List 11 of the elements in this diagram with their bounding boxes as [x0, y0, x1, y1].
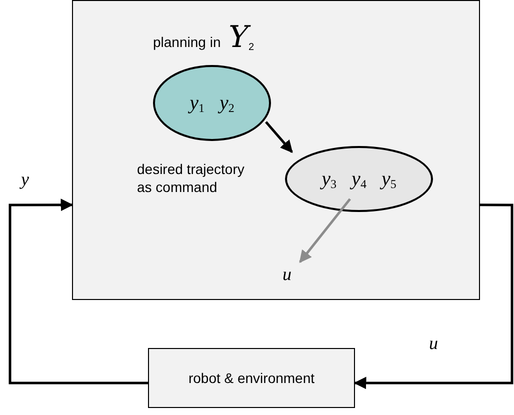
annotation-text: desired trajectory as command [137, 160, 246, 196]
state-variables: y$_{3}$ y$_{4}$ y$_{5}$ [322, 167, 396, 193]
control-output: u [279, 263, 295, 285]
planner-panel [72, 0, 480, 300]
arrow [8, 198, 148, 384]
arrow [299, 198, 351, 263]
process-box: robot & environment [148, 348, 355, 408]
state-variables: y$_{1}$ y$_{2}$ [190, 91, 234, 117]
panel-heading: planning in Y$_{2}$ [153, 23, 254, 53]
arrow [265, 121, 293, 153]
arrow [354, 204, 514, 390]
